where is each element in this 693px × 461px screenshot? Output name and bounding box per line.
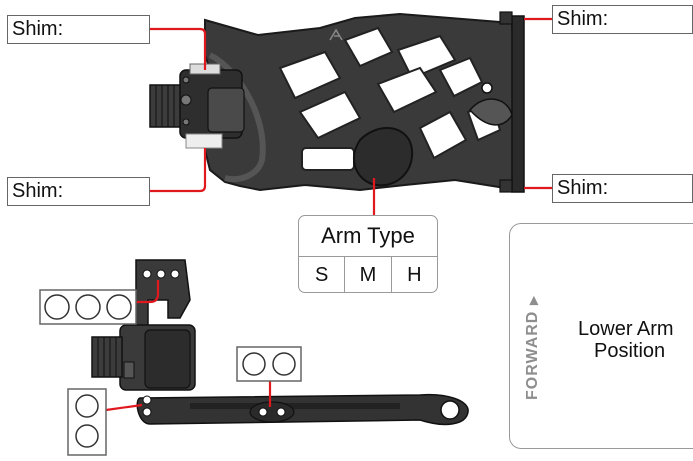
lower-arm-line2: Position [594,340,666,362]
shim-label-bottom-right: Shim: [552,174,693,203]
lower-arm-position-label: Lower Arm Position [578,318,693,362]
leader-lines [105,17,552,412]
forward-indicator: FORWARD ▶ [524,295,542,400]
arm-type-table: Arm Type S M H [298,215,438,293]
arm-pivot-hole [481,82,493,94]
lower-arm-line1: Lower Arm [578,318,674,340]
arm-openings [278,26,502,171]
shim-label-top-left: Shim: [7,15,150,44]
shim-label-top-right: Shim: [552,5,693,34]
lower-long-arm [136,393,469,426]
upper-arm [149,11,525,193]
circle-option-boxes [39,289,302,456]
forward-arrow-icon: ▶ [526,294,540,306]
arm-boss [353,126,414,187]
right-hinge-pin [511,15,525,193]
arm-type-option-h: H [407,264,422,286]
left-shim-bottom [185,133,223,149]
lower-arm-assembly [91,259,469,426]
arm-type-title: Arm Type [299,216,437,257]
forward-label: FORWARD [524,310,541,400]
lower-arm-position-panel [509,223,693,449]
shim-label-bottom-left: Shim: [7,177,150,206]
arm-type-option-s: S [299,257,346,292]
arm-type-option-m: M [345,257,392,292]
left-bearing-assembly [149,63,245,149]
